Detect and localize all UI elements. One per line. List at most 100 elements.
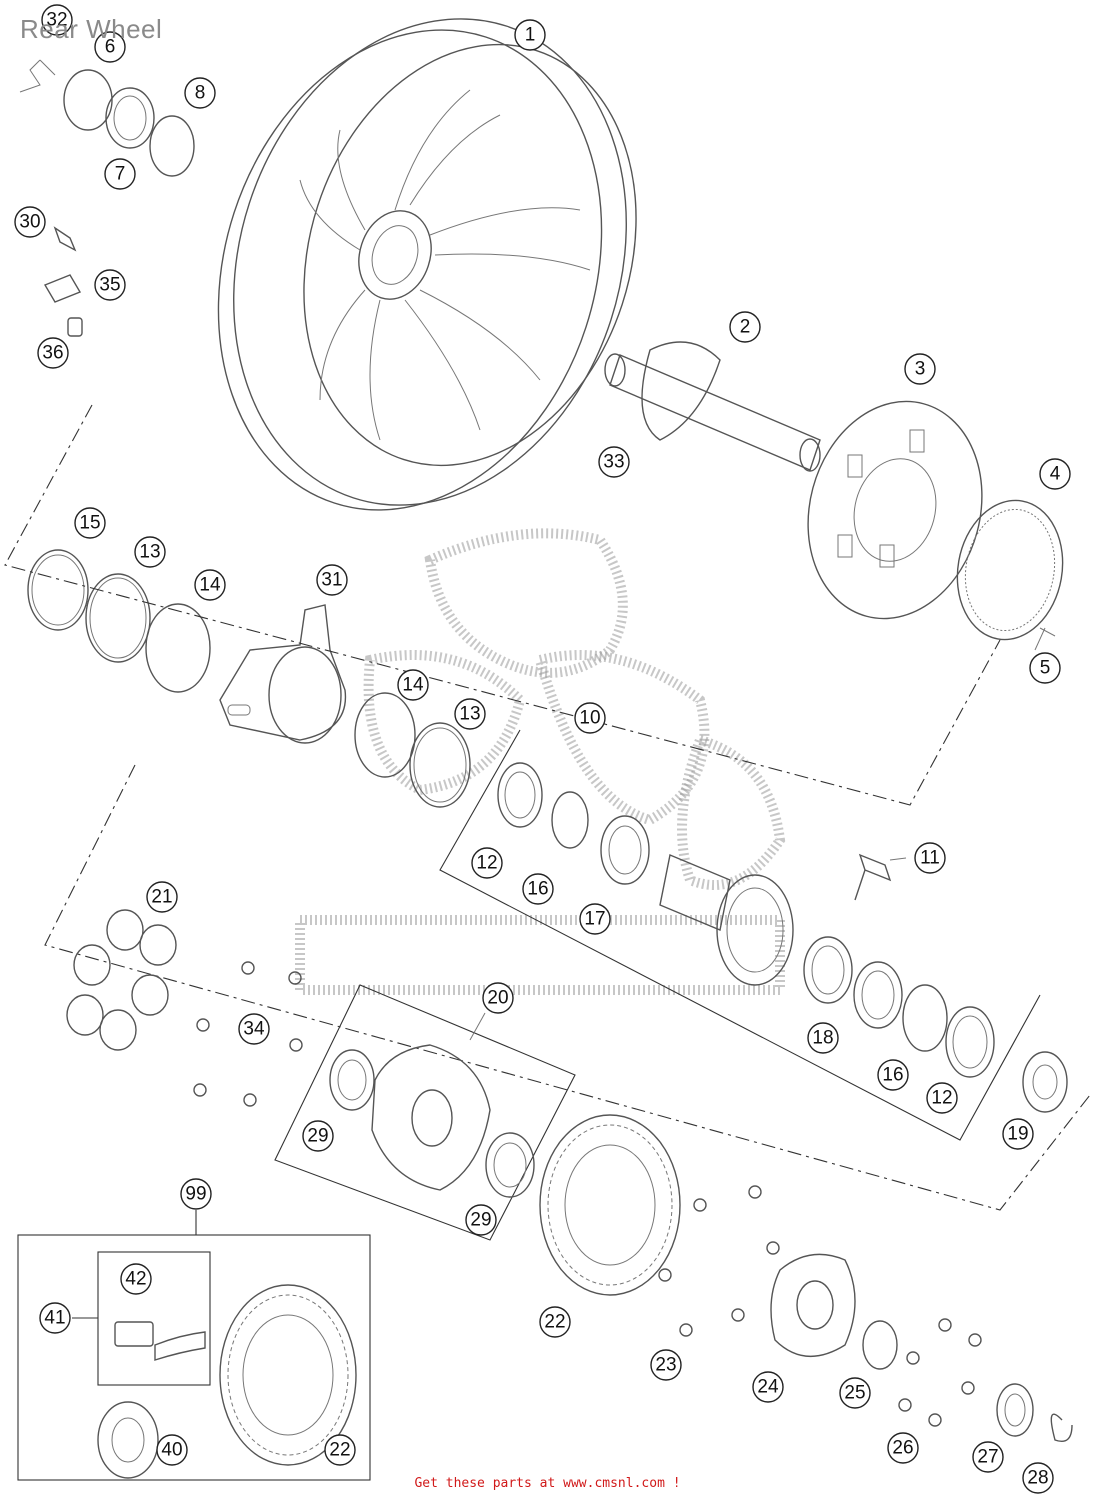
kit-frame: [17, 1234, 371, 1481]
svg-text:21: 21: [151, 887, 172, 908]
svg-text:31: 31: [321, 570, 342, 591]
callout-29b: 29: [465, 1204, 497, 1236]
footer-link[interactable]: Get these parts at www.cmsnl.com !: [414, 1476, 681, 1491]
callout-15: 15: [74, 507, 106, 539]
callout-14b: 14: [397, 669, 429, 701]
svg-text:6: 6: [105, 37, 116, 58]
rear-sprocket: [539, 1114, 681, 1296]
svg-text:1: 1: [525, 25, 536, 46]
svg-text:2: 2: [740, 317, 751, 338]
hub-flange: [770, 1253, 1073, 1443]
brake-disc: [807, 400, 983, 620]
small-hardware-top-left: [19, 59, 195, 337]
svg-text:33: 33: [603, 452, 624, 473]
callout-35: 35: [94, 269, 126, 301]
rear-axle: [604, 341, 821, 472]
svg-text:13: 13: [459, 704, 480, 725]
callout-33: 33: [598, 446, 630, 478]
kit-rear-sprocket: [219, 1284, 357, 1466]
callout-16a: 16: [522, 873, 554, 905]
callout-25: 25: [839, 1377, 871, 1409]
svg-text:27: 27: [977, 1447, 998, 1468]
seals-left: [27, 549, 211, 693]
callout-13b: 13: [454, 698, 486, 730]
svg-text:24: 24: [757, 1377, 779, 1398]
svg-text:7: 7: [115, 164, 126, 185]
callout-8: 8: [184, 77, 216, 109]
callout-7: 7: [104, 158, 136, 190]
chain: [114, 1321, 206, 1361]
svg-text:34: 34: [243, 1019, 265, 1040]
callout-32: 32: [41, 4, 73, 36]
svg-text:40: 40: [161, 1440, 182, 1461]
svg-text:8: 8: [195, 83, 206, 104]
svg-text:22: 22: [329, 1440, 350, 1461]
svg-text:35: 35: [99, 275, 120, 296]
callout-17: 17: [579, 903, 611, 935]
seals-middle: [354, 692, 471, 808]
svg-text:23: 23: [655, 1355, 676, 1376]
callout-26: 26: [887, 1432, 919, 1464]
svg-text:19: 19: [1007, 1124, 1028, 1145]
svg-text:14: 14: [199, 575, 221, 596]
callout-19: 19: [1002, 1118, 1034, 1150]
svg-text:13: 13: [139, 542, 160, 563]
callout-24: 24: [752, 1371, 784, 1403]
svg-text:28: 28: [1027, 1468, 1048, 1489]
svg-text:41: 41: [44, 1308, 65, 1329]
group-frame-upper: [4, 404, 1001, 806]
svg-text:36: 36: [42, 343, 63, 364]
callout-22b: 22: [324, 1434, 356, 1466]
callout-34: 34: [238, 1013, 270, 1045]
callout-3: 3: [904, 353, 936, 385]
svg-text:4: 4: [1050, 464, 1061, 485]
caliper-bracket: [219, 604, 347, 744]
svg-text:29: 29: [307, 1126, 328, 1147]
rear-wheel-rim: [217, 18, 637, 511]
callout-31: 31: [316, 564, 348, 596]
callout-12a: 12: [471, 847, 503, 879]
group-frame-middle: [439, 729, 1041, 1141]
svg-text:14: 14: [402, 675, 424, 696]
front-sprocket: [97, 1401, 159, 1479]
callout-40: 40: [156, 1434, 188, 1466]
chain-frame: [97, 1251, 211, 1386]
callout-2: 2: [729, 311, 761, 343]
callout-41: 41: [39, 1302, 71, 1334]
abs-sensor-ring: [956, 499, 1064, 641]
callout-12b: 12: [926, 1082, 958, 1114]
callout-23: 23: [650, 1349, 682, 1381]
callout-36: 36: [37, 337, 69, 369]
group-frame-lower: [44, 764, 1091, 1211]
callout-27: 27: [972, 1441, 1004, 1473]
callout-18: 18: [807, 1022, 839, 1054]
svg-text:12: 12: [931, 1088, 952, 1109]
callout-29a: 29: [302, 1120, 334, 1152]
svg-text:18: 18: [812, 1028, 833, 1049]
svg-text:17: 17: [584, 909, 605, 930]
svg-text:22: 22: [544, 1312, 565, 1333]
callout-42: 42: [120, 1263, 152, 1295]
callout-5: 5: [1029, 652, 1061, 684]
svg-text:29: 29: [470, 1210, 491, 1231]
svg-text:30: 30: [19, 212, 40, 233]
svg-text:26: 26: [892, 1438, 913, 1459]
callout-28: 28: [1022, 1462, 1054, 1494]
svg-text:99: 99: [185, 1184, 206, 1205]
sprocket-carrier: [329, 1044, 535, 1198]
callout-10: 10: [574, 702, 606, 734]
leader-lines: [469, 627, 1046, 1041]
callout-4: 4: [1039, 458, 1071, 490]
callout-16b: 16: [877, 1059, 909, 1091]
bolts: [193, 961, 303, 1107]
svg-text:15: 15: [79, 513, 100, 534]
page-title: Rear Wheel: [20, 14, 163, 44]
svg-text:5: 5: [1040, 658, 1051, 679]
svg-text:20: 20: [487, 988, 508, 1009]
svg-text:12: 12: [476, 853, 497, 874]
svg-text:10: 10: [579, 708, 600, 729]
svg-text:16: 16: [882, 1065, 903, 1086]
svg-text:32: 32: [46, 10, 67, 31]
callout-6: 6: [94, 31, 126, 63]
svg-text:11: 11: [920, 848, 940, 869]
